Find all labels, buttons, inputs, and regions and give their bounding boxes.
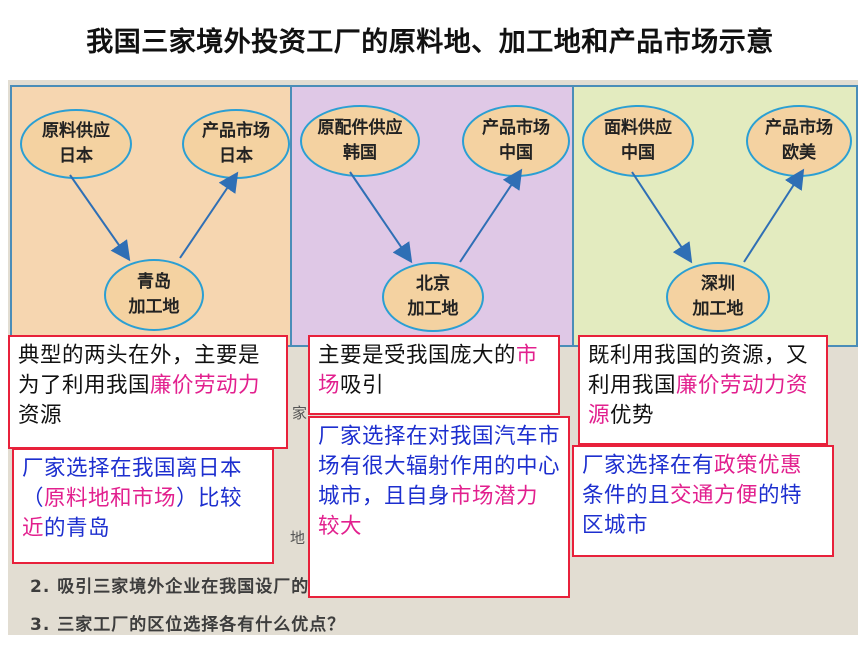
factory-place: 深圳	[701, 274, 735, 294]
location-box-beijing: 厂家选择在对我国汽车市场有很大辐射作用的中心城市，且自身市场潜力较大	[308, 416, 570, 598]
source-node: 原配件供应 韩国	[300, 105, 420, 177]
reason-text: 吸引	[340, 373, 385, 398]
location-highlight: 政策优惠	[714, 453, 803, 478]
panel-beijing: 原配件供应 韩国 产品市场 中国 北京 加工地	[290, 85, 574, 347]
factory-role: 加工地	[407, 299, 459, 319]
market-role: 产品市场	[202, 121, 270, 141]
reason-box-shenzhen: 既利用我国的资源，又利用我国廉价劳动力资源优势	[578, 335, 828, 445]
reason-text: 典型的两头在外，主要是为了利用我国	[18, 343, 261, 398]
source-place: 韩国	[343, 143, 377, 163]
reason-highlight: 廉价劳动力资源	[588, 373, 809, 428]
location-box-shenzhen: 厂家选择在有政策优惠条件的且交通方便的特区城市	[572, 445, 834, 557]
market-place: 欧美	[782, 143, 816, 163]
source-place: 日本	[59, 146, 93, 166]
market-node: 产品市场 日本	[182, 109, 290, 179]
reason-highlight: 市场	[318, 343, 539, 398]
location-highlight: 原料地和市场	[44, 486, 177, 511]
factory-node: 青岛 加工地	[104, 259, 204, 331]
reason-box-beijing: 主要是受我国庞大的市场吸引	[308, 335, 560, 415]
factory-node: 北京 加工地	[382, 262, 484, 332]
source-place: 中国	[621, 143, 655, 163]
location-box-qingdao: 厂家选择在我国离日本（原料地和市场）比较近的青岛	[12, 448, 274, 564]
market-role: 产品市场	[765, 118, 833, 138]
factory-role: 加工地	[128, 297, 180, 317]
location-highlight: 近	[22, 516, 45, 541]
faded-text: 地	[290, 529, 306, 547]
factory-node: 深圳 加工地	[666, 262, 770, 332]
reason-box-qingdao: 典型的两头在外，主要是为了利用我国廉价劳动力资源	[8, 335, 288, 449]
source-role: 原料供应	[42, 121, 110, 141]
location-highlight: 交通方便	[670, 483, 759, 508]
location-text: 厂家选择在有	[582, 453, 715, 478]
location-text: 厂家选择在对我国汽车市场有很大辐射作用的中心城市，且自身	[318, 424, 561, 509]
source-node: 原料供应 日本	[20, 109, 132, 179]
location-text: ）比较	[176, 486, 243, 511]
source-role: 原配件供应	[317, 118, 403, 138]
reason-text: 优势	[610, 403, 655, 428]
source-node: 面料供应 中国	[582, 105, 694, 177]
panel-qingdao: 原料供应 日本 产品市场 日本 青岛 加工地	[10, 85, 292, 347]
factory-role: 加工地	[692, 299, 744, 319]
reason-text: 主要是受我国庞大的	[318, 343, 517, 368]
market-place: 中国	[499, 143, 533, 163]
market-node: 产品市场 中国	[462, 105, 570, 177]
reason-highlight: 廉价劳动力	[150, 373, 261, 398]
location-text: 条件的且	[582, 483, 671, 508]
faded-text: 家	[292, 404, 308, 422]
factory-place: 青岛	[137, 272, 171, 292]
reason-text: 资源	[18, 403, 63, 428]
location-highlight: 市场潜力较大	[318, 484, 539, 539]
page-title: 我国三家境外投资工厂的原料地、加工地和产品市场示意	[86, 27, 774, 58]
market-place: 日本	[219, 146, 253, 166]
question-3: 3. 三家工厂的区位选择各有什么优点？	[30, 615, 346, 635]
location-text: 的特区城市	[582, 483, 803, 538]
market-node: 产品市场 欧美	[746, 105, 852, 177]
location-text: 的青岛	[44, 516, 111, 541]
factory-place: 北京	[416, 274, 450, 294]
market-role: 产品市场	[482, 118, 550, 138]
panel-shenzhen: 面料供应 中国 产品市场 欧美 深圳 加工地	[572, 85, 858, 347]
reason-text: 既利用我国的资源，又利用我国	[588, 343, 809, 398]
source-role: 面料供应	[604, 118, 672, 138]
location-text: 厂家选择在我国离日本（	[22, 456, 243, 511]
